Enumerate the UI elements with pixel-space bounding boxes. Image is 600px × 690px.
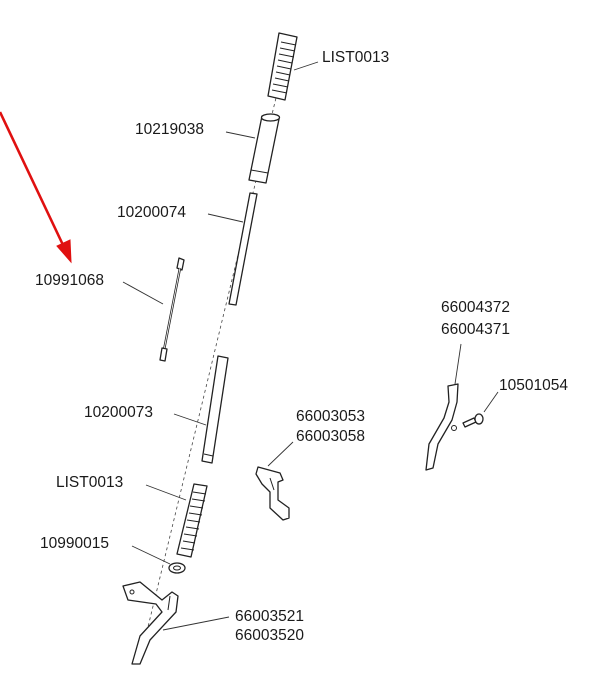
label-list0013-bottom: LIST0013: [56, 474, 124, 491]
leader-lines: [122, 61, 499, 631]
rod-10200073: [201, 355, 229, 464]
label-66004371: 66004371: [441, 321, 510, 338]
label-10200074: 10200074: [117, 204, 186, 221]
highlight-arrow-icon: [0, 111, 72, 264]
label-10219038: 10219038: [135, 121, 204, 138]
label-10501054: 10501054: [499, 377, 568, 394]
washer-10990015: [168, 562, 186, 574]
label-66003058: 66003058: [296, 428, 365, 445]
label-10991068: 10991068: [35, 272, 104, 289]
label-list0013-top: LIST0013: [322, 49, 390, 66]
spring-top: [267, 32, 298, 101]
label-10990015: 10990015: [40, 535, 109, 552]
label-66003053: 66003053: [296, 408, 365, 425]
rod-10200074: [228, 192, 258, 306]
label-66003521: 66003521: [235, 608, 304, 625]
lever-66003521: [122, 581, 179, 665]
spring-bottom: [176, 483, 208, 558]
label-66004372: 66004372: [441, 299, 510, 316]
sleeve-10219038: [248, 113, 281, 184]
assembly-axis: [139, 39, 291, 661]
lever-66004372: [425, 383, 459, 471]
bracket-66003053: [255, 466, 290, 521]
label-10200073: 10200073: [84, 404, 153, 421]
cable-10991068: [159, 257, 185, 362]
screw-10501054: [462, 413, 484, 428]
label-66003520: 66003520: [235, 627, 304, 644]
